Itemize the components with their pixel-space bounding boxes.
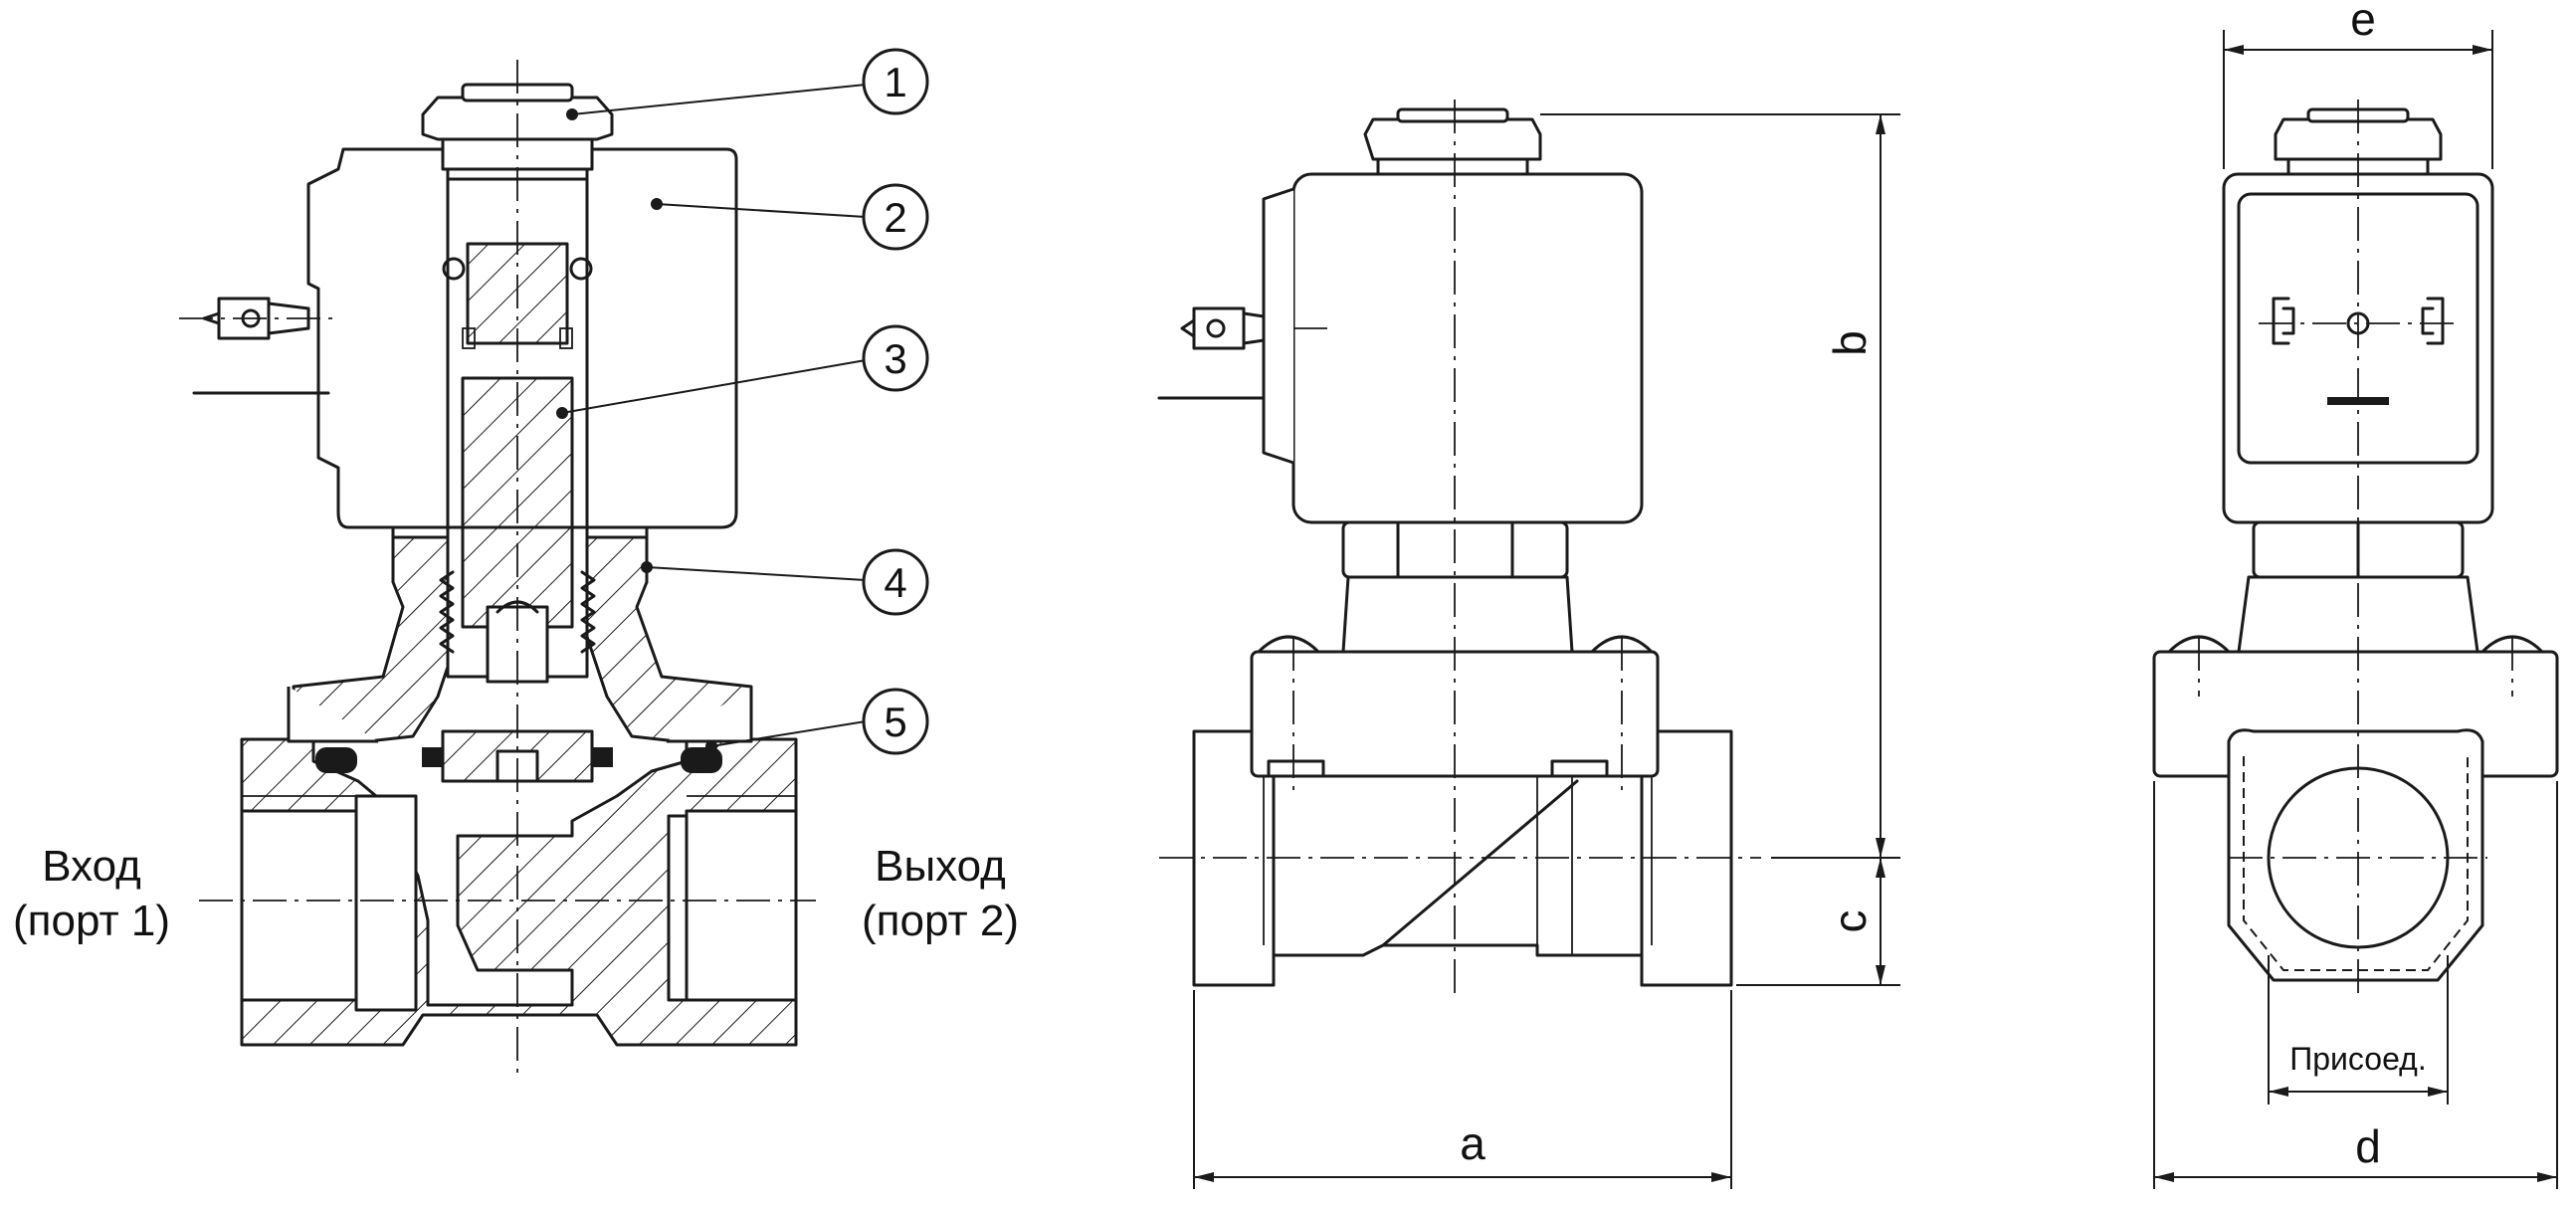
dimension-connection: Присоед.: [2268, 955, 2449, 1105]
inlet-port-label: (порт 1): [13, 897, 170, 945]
outlet-label: Выход: [875, 842, 1006, 891]
connector-tab: [192, 297, 330, 395]
dimension-a-label: a: [1460, 1117, 1486, 1169]
dimension-a: a: [1193, 990, 1732, 1189]
callout-2: 2: [651, 183, 929, 251]
callout-3: 3: [556, 324, 929, 419]
side-coil: [1291, 172, 1644, 524]
callout-1: 1: [566, 48, 929, 120]
side-connector: [1157, 306, 1266, 400]
outlet-port-label: (порт 2): [862, 897, 1019, 945]
side-top-nut: [1363, 117, 1542, 161]
front-top-nut: [2274, 117, 2443, 161]
side-view: [1157, 100, 1761, 995]
outlet-bore: [685, 809, 798, 1002]
inlet-label: Вход: [42, 842, 141, 891]
callout-5: 5: [705, 688, 929, 755]
callout-number: 1: [884, 59, 906, 105]
dimension-c-label: c: [1824, 910, 1876, 933]
front-view: [2152, 100, 2559, 995]
dimension-e: e: [2223, 0, 2493, 169]
callout-number: 4: [884, 559, 906, 606]
callout-4: 4: [641, 548, 929, 616]
dimension-c: c: [1736, 858, 1900, 986]
dimension-e-label: e: [2350, 0, 2376, 45]
coil-housing: [306, 147, 738, 529]
callout-number: 5: [884, 699, 906, 745]
inlet-bore: [240, 809, 358, 1002]
dimension-d-label: d: [2355, 1120, 2381, 1172]
section-view: [179, 60, 816, 1075]
seal-right: [681, 747, 722, 773]
dimension-d: d: [2153, 781, 2558, 1189]
callout-number: 2: [884, 194, 906, 241]
dimension-b-label: b: [1824, 330, 1876, 356]
dimension-b: b: [1540, 113, 1900, 859]
seal-left: [315, 747, 357, 773]
callout-number: 3: [884, 335, 906, 382]
connection-label: Присоед.: [2289, 1041, 2426, 1077]
spring: [439, 570, 596, 654]
bonnet-section: [292, 535, 460, 743]
